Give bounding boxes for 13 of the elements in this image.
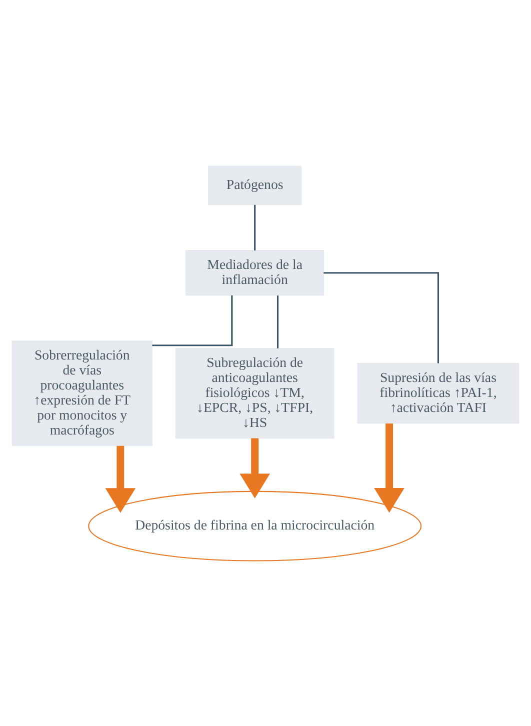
connector: [152, 294, 233, 346]
node-box: Subregulación de anticoagulantes fisiológicos ↓TM, ↓EPCR, ↓PS, ↓TFPI, ↓HS: [175, 348, 334, 438]
node-box: Sobrerregulación de vías procoagulantes ↑expresión de FT por monocitos y macrófagos: [12, 340, 152, 446]
connector: [276, 295, 279, 348]
connector: [254, 204, 256, 250]
arrow: [105, 445, 136, 512]
node-box: Supresión de las vías fibrinolíticas ↑PAI-1, ↑activación TAFI: [357, 362, 520, 424]
connector: [324, 272, 440, 363]
node-ellipse: Depósitos de fibrina en la microcirculación: [88, 490, 422, 561]
arrow: [240, 438, 270, 498]
node-box: Patógenos: [208, 165, 302, 205]
node-box: Mediadores de la inflamación: [186, 249, 324, 296]
arrow: [374, 422, 404, 512]
